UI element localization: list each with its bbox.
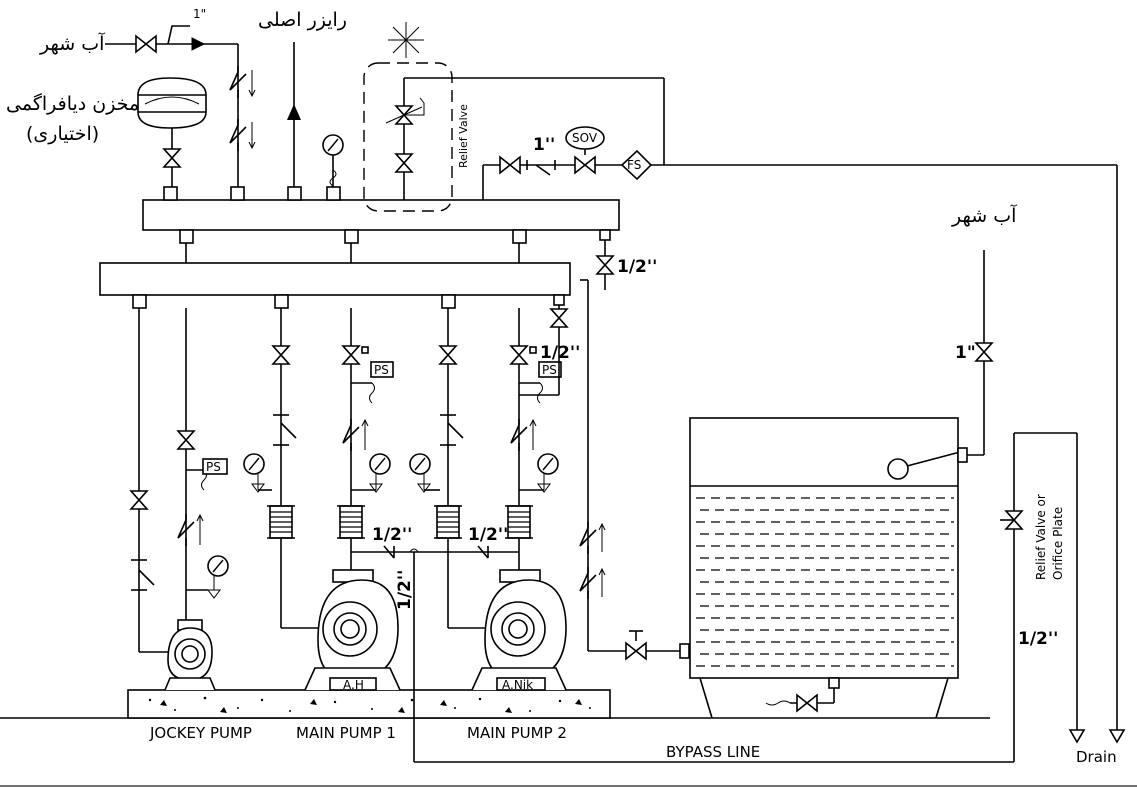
test-line-size: 1'' [533,135,555,155]
main-pump-1 [304,569,401,691]
star-marker [388,22,424,58]
bypass-line [413,432,1086,763]
main-pump-2-discharge [504,305,568,570]
relief-side-label-2: Orifice Plate [1051,507,1065,580]
inlet-size-label: 1" [193,7,206,21]
pump2-relief-size: 1/2'' [540,343,580,363]
circ-size-2: 1/2'' [468,525,508,545]
main-pump-2-suction [409,308,488,629]
pump-header [99,243,571,309]
header-drain-size: 1/2'' [617,257,657,277]
header-drain-valve [596,240,614,290]
test-line [482,78,1126,744]
pump1-tag: A.H [343,678,364,692]
main-pump-2-label: MAIN PUMP 2 [467,724,567,742]
concrete-base [127,689,611,719]
main-pump-1-suction [243,308,318,629]
jockey-ps-label: PS [206,460,221,474]
relief-valve-label: Relief Valve [457,104,470,168]
diaphragm-tank [137,77,207,187]
relief-side-size: 1/2'' [1018,629,1058,649]
diaphragm-tank-label: مخزن دیافراگمی [6,92,139,115]
tank-fill-size: 1" [955,343,976,363]
bypass-line-label: BYPASS LINE [666,743,760,761]
drain-label: Drain [1076,748,1117,766]
header-pressure-gauge [322,134,344,201]
jockey-suction-branch [130,308,170,653]
city-water-inlet [105,25,256,187]
circ-size-1: 1/2'' [372,525,412,545]
sov-label: SOV [572,131,598,145]
pump2-ps-label: PS [542,363,557,377]
sov-valve [565,126,605,150]
main-riser-label: رایزر اصلی [258,9,347,31]
jockey-discharge-branch [177,308,229,620]
city-water-label-right: آب شهر [951,203,1017,227]
jockey-pump [164,619,216,691]
circulation-lines [351,545,519,559]
main-riser [287,42,301,187]
fs-label: FS [627,158,641,172]
header-to-tank-line [579,279,690,660]
city-water-label-top: آب شهر [39,31,105,55]
main-pump-2 [471,569,567,691]
pump2-tag: A.Nik [502,678,533,692]
main-pump-1-discharge [336,308,394,570]
relief-side-label-1: Relief Valve or [1034,494,1048,580]
main-pump-1-label: MAIN PUMP 1 [296,724,396,742]
jockey-pump-label: JOCKEY PUMP [149,724,252,742]
discharge-header [142,186,620,244]
pump1-ps-label: PS [374,363,389,377]
diaphragm-tank-optional: (اختیاری) [26,123,99,145]
relief-valve-assembly [363,22,664,212]
bypass-size: 1/2'' [395,570,415,610]
water-tank [689,250,993,719]
